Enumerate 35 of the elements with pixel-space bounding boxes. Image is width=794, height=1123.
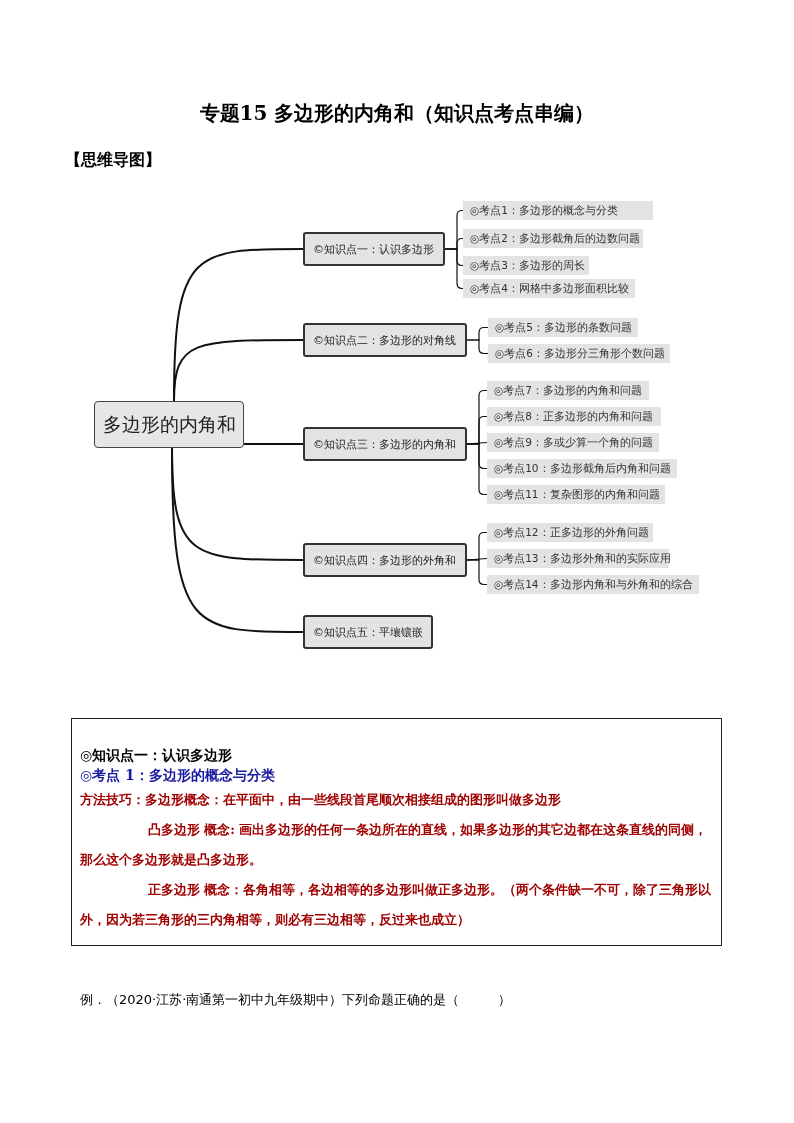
topic-tag: ◎考点3：多边形的周长 [463, 256, 589, 275]
page-title: 专题15 多边形的内角和（知识点考点串编） [198, 100, 596, 127]
note-box [71, 718, 722, 946]
topic-tag: ◎考点11：复杂图形的内角和问题 [487, 485, 665, 504]
branch-box: ©知识点一：认识多边形 [303, 232, 445, 266]
connector-line [466, 339, 489, 355]
question-text: 例．（2020·江苏·南通第一初中九年级期中）下列命题正确的是（ ） [80, 991, 512, 1009]
central-topic-box: 多边形的内角和 [94, 401, 244, 448]
section-heading: 【思维导图】 [65, 150, 161, 171]
branch-box: ©知识点四：多边形的外角和 [303, 543, 467, 577]
note-paragraph: 方法技巧：多边形概念：在平面中，由一些线段首尾顺次相接组成的图形叫做多边形 [80, 791, 562, 809]
connector-line [466, 559, 488, 586]
note-paragraph: 凸多边形 概念: 画出多边形的任何一条边所在的直线，如果多边形的其它边都在这条直线的同侧，那么这个多边形就是凸多边形。 [80, 821, 709, 869]
branch-box: ©知识点二：多边形的对角线 [303, 323, 467, 357]
topic-tag: ◎考点14：多边形内角和与外角和的综合 [487, 575, 699, 594]
topic-tag: ◎考点10：多边形截角后内角和问题 [487, 459, 677, 478]
branch-box: ©知识点五：平壤镶嵌 [303, 615, 433, 649]
connector-line [444, 248, 464, 290]
topic-tag: ◎考点2：多边形截角后的边数问题 [463, 229, 643, 248]
branch-box: ©知识点三：多边形的内角和 [303, 427, 467, 461]
topic-tag: ◎考点5：多边形的条数问题 [488, 318, 638, 337]
topic-tag: ◎考点12：正多边形的外角问题 [487, 523, 653, 542]
topic-tag: ◎考点4：网格中多边形面积比较 [463, 279, 635, 298]
topic-tag: ◎考点8：正多边形的内角和问题 [487, 407, 661, 426]
connector-line [173, 339, 304, 402]
topic-tag: ◎考点7：多边形的内角和问题 [487, 381, 649, 400]
note-paragraph: 正多边形 概念：各角相等，各边相等的多边形叫做正多边形。（两个条件缺一不可，除了三角形以外，因为若三角形的三内角相等，则必有三边相等，反过来也成立） [80, 881, 713, 929]
connector-line [466, 443, 488, 496]
topic-tag: ◎考点9：多或少算一个角的问题 [487, 433, 659, 452]
topic-tag: ◎考点1：多边形的概念与分类 [463, 201, 653, 220]
note-heading: ◎知识点一：认识多边形 [80, 746, 234, 765]
connector-line [243, 443, 304, 445]
topic-tag: ◎考点6：多边形分三角形个数问题 [488, 344, 670, 363]
note-subheading: ◎考点 1：多边形的概念与分类 [80, 766, 276, 785]
topic-tag: ◎考点13：多边形外角和的实际应用 [487, 549, 669, 568]
